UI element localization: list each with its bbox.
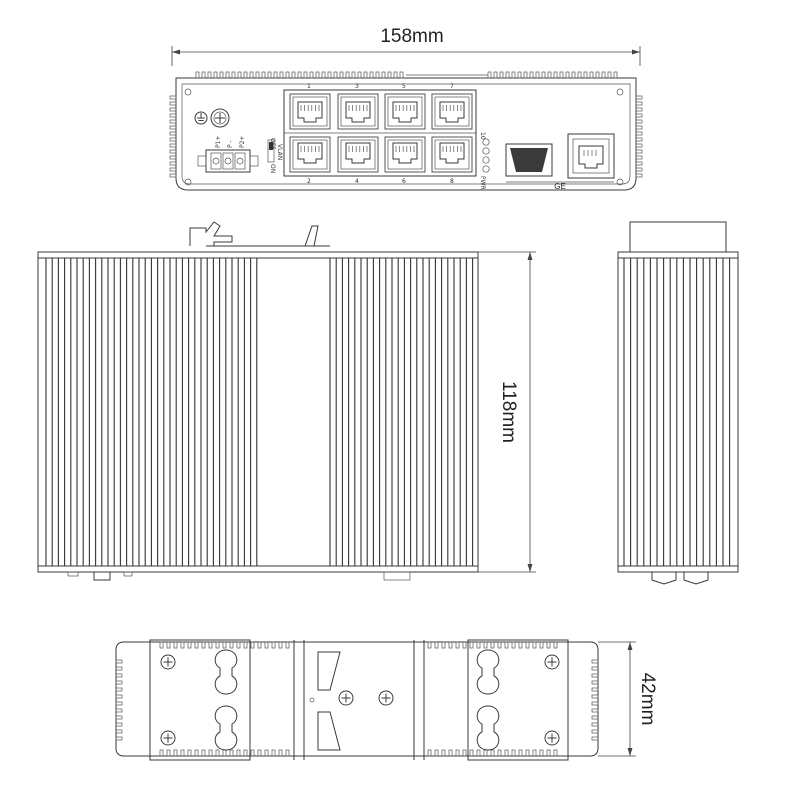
vlan-dip-switch [267, 139, 275, 163]
sfp-port [505, 143, 553, 177]
right-plate-keyhole-slots [476, 649, 500, 751]
screw-icon [160, 730, 176, 746]
bottom-vent-slots [115, 641, 599, 757]
port-number-6: 6 [402, 178, 406, 185]
vlan-switch-label: VLAN [276, 144, 283, 160]
screw-icon [544, 730, 560, 746]
port-number-2: 2 [307, 178, 311, 185]
port-number-5: 5 [402, 83, 406, 90]
screw-icon [544, 654, 560, 670]
rj45-port [384, 93, 426, 130]
led-pwr-label: PWR [479, 176, 486, 190]
end-view [617, 221, 739, 585]
rj45-port [337, 93, 379, 130]
left-plate-keyhole-slots [214, 649, 238, 751]
power-label-p1: P1+ [215, 136, 222, 148]
vlan-switch-off-label: OFF [269, 138, 276, 150]
side-vent-slots [169, 95, 643, 178]
bottom-view: 42mm [115, 639, 658, 761]
rj45-port [431, 93, 473, 130]
power-terminal-block [197, 149, 259, 173]
led-10-label: 10 [479, 132, 486, 140]
height-dimension-label: 42mm [637, 673, 658, 726]
port-number-7: 7 [450, 83, 454, 90]
rj45-port [337, 136, 379, 173]
depth-dimension-label: 118mm [498, 381, 519, 443]
side-heatsink-fins [45, 258, 474, 566]
rj45-port-array [289, 93, 473, 173]
screw-icon [378, 690, 394, 706]
power-label-pminus: P - [227, 140, 234, 148]
mounting-screw-icons [160, 654, 560, 746]
front-panel-view: 158mm [169, 26, 643, 191]
ge-rj45-port [567, 133, 615, 179]
vlan-switch-on-label: ON [269, 164, 276, 173]
ground-screw-icon [210, 108, 230, 128]
screw-icon [160, 654, 176, 670]
ge-label: GE [554, 182, 566, 191]
top-vent-slots [195, 71, 618, 79]
status-leds [482, 138, 490, 173]
screw-icon [338, 690, 354, 706]
power-label-p2: P2+ [239, 136, 246, 148]
rj45-port [289, 93, 331, 130]
rj45-port [431, 136, 473, 173]
rj45-port [384, 136, 426, 173]
width-dimension-label: 158mm [380, 26, 443, 47]
end-heatsink-fins [623, 258, 731, 566]
port-number-3: 3 [355, 83, 359, 90]
side-view: 118mm [37, 221, 536, 581]
port-number-8: 8 [450, 178, 454, 185]
ground-icon [194, 111, 208, 125]
port-number-4: 4 [355, 178, 359, 185]
port-number-1: 1 [307, 83, 311, 90]
rj45-port [289, 136, 331, 173]
